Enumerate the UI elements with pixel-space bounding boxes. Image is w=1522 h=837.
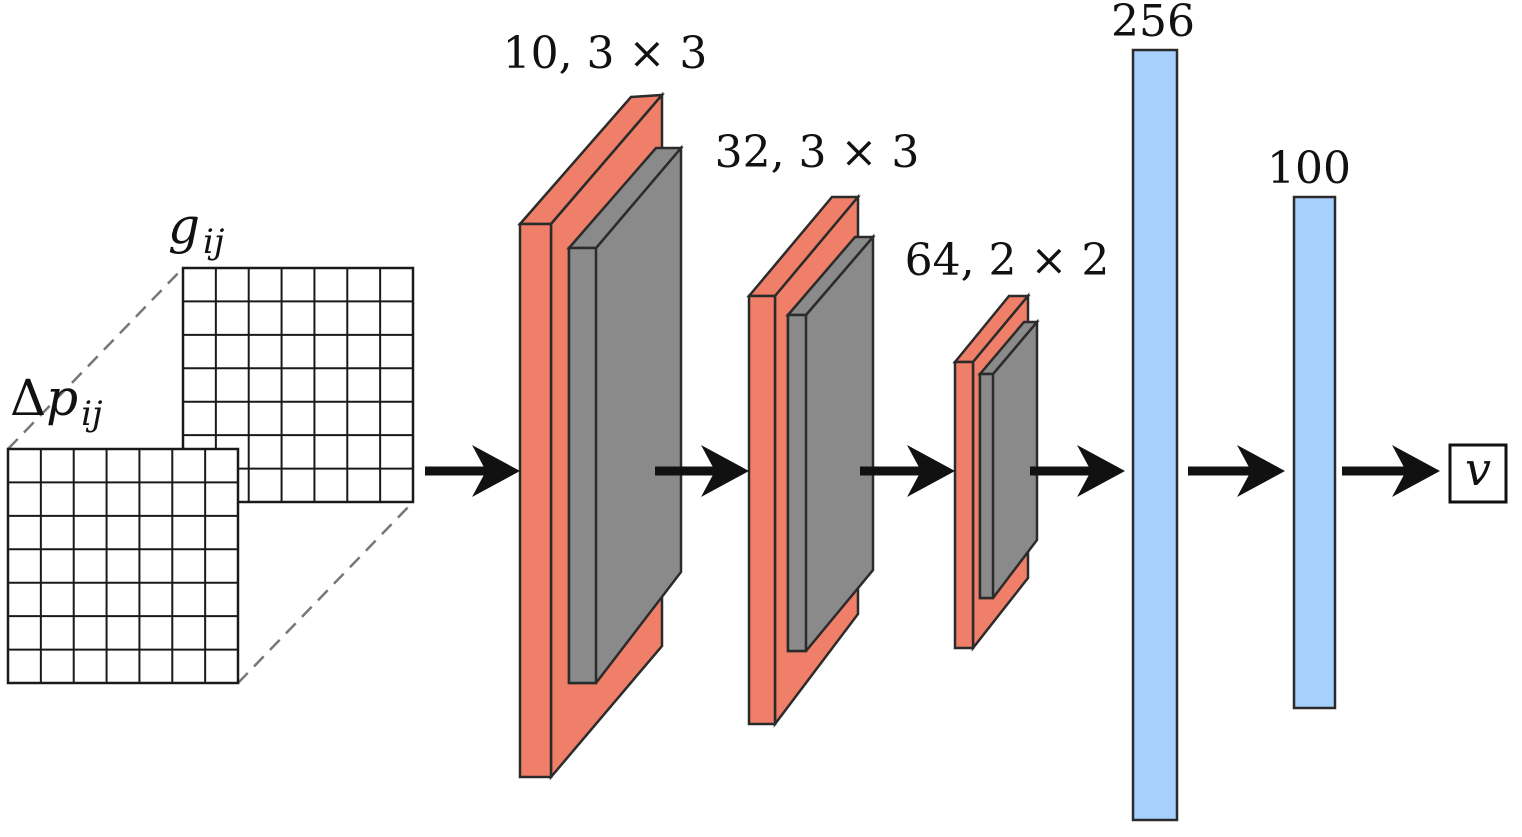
conv-layer-2 — [746, 193, 876, 728]
dense-layer-100-label: 100 — [1267, 143, 1351, 194]
input-label-g: gij — [168, 197, 225, 262]
conv-2-filter-front — [747, 294, 777, 726]
conv-layer-3 — [952, 292, 1040, 652]
conv-3-filter-front — [953, 360, 975, 650]
conv-3-map-front — [978, 372, 995, 600]
arrow-6-head — [1392, 445, 1440, 497]
output-box — [1448, 443, 1508, 504]
arrow-3-head — [907, 445, 955, 497]
flow-arrows — [425, 445, 1440, 497]
conv-2-map-front — [786, 313, 808, 653]
output-label: v — [1465, 442, 1491, 496]
grid-delta-p-frame — [6, 447, 240, 685]
input-grid-g — [181, 266, 415, 504]
arrow-4-head — [1077, 445, 1125, 497]
arrow-1-head — [472, 445, 520, 497]
arrow-5-head — [1237, 445, 1285, 497]
arrow-2-head — [701, 445, 749, 497]
conv-1-filter-front — [518, 222, 553, 779]
input-grid-delta-p — [6, 447, 240, 685]
output-node: v — [1448, 442, 1508, 504]
conv-layer-2-label: 32, 3 × 3 — [715, 127, 920, 178]
dense-layer-256 — [1131, 48, 1179, 822]
conv-1-map-front — [567, 246, 598, 685]
conv-layer-1-label: 10, 3 × 3 — [503, 28, 708, 79]
input-label-delta-p: Δpij — [10, 369, 103, 434]
grid-g-frame — [181, 266, 415, 504]
conv-layer-3-label: 64, 2 × 2 — [905, 235, 1110, 286]
dense-layer-100 — [1292, 195, 1337, 710]
conv-layer-1 — [517, 91, 684, 781]
dense-layer-256-label: 256 — [1111, 0, 1195, 47]
